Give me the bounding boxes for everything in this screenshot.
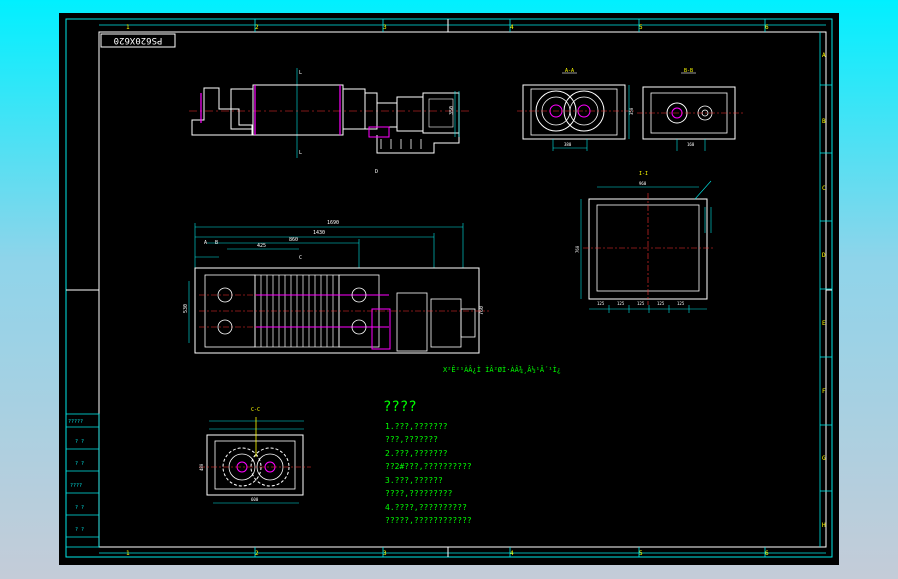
svg-text:125: 125 bbox=[657, 301, 665, 306]
svg-text:4: 4 bbox=[510, 24, 514, 31]
svg-text:425: 425 bbox=[257, 243, 266, 249]
svg-text:760: 760 bbox=[479, 306, 485, 315]
svg-text:960: 960 bbox=[639, 181, 647, 186]
svg-text:????: ???? bbox=[70, 483, 82, 489]
svg-text:480: 480 bbox=[199, 463, 204, 471]
svg-text:4: 4 bbox=[510, 550, 514, 557]
svg-text:???,???????: ???,??????? bbox=[385, 435, 438, 444]
svg-text:C-C: C-C bbox=[251, 407, 260, 413]
svg-text:5: 5 bbox=[639, 550, 643, 557]
grid-labels: 1 2 3 4 5 6 1 2 3 4 5 6 A B C D E F G H bbox=[126, 24, 826, 557]
svg-text:2.???,???????: 2.???,??????? bbox=[385, 449, 448, 458]
title-code-box bbox=[100, 33, 176, 48]
svg-text:600: 600 bbox=[251, 497, 259, 502]
side-table: ????? ? ? ? ? ???? ? ? ? ? bbox=[65, 413, 100, 548]
svg-text:125: 125 bbox=[637, 301, 645, 306]
svg-text:2: 2 bbox=[255, 24, 259, 31]
svg-text:? ?: ? ? bbox=[75, 505, 84, 511]
right-zone-strip bbox=[819, 32, 832, 547]
side-elevation-view: L L 350 D bbox=[189, 68, 469, 175]
svg-text:1.???,???????: 1.???,??????? bbox=[385, 422, 448, 431]
outer-frame bbox=[65, 18, 833, 558]
svg-text:125: 125 bbox=[597, 301, 605, 306]
section-view-b-b: B-B 160 bbox=[637, 68, 745, 151]
svg-text:1: 1 bbox=[126, 24, 130, 31]
plan-view: 1690 1430 860 425 A B C 760 530 bbox=[183, 220, 561, 374]
svg-text:A-A: A-A bbox=[565, 68, 574, 74]
svg-text:3: 3 bbox=[383, 550, 387, 557]
svg-text:125: 125 bbox=[677, 301, 685, 306]
svg-text:1690: 1690 bbox=[327, 220, 339, 226]
svg-text:6: 6 bbox=[765, 24, 769, 31]
notes-heading: ???? bbox=[383, 399, 417, 415]
svg-text:530: 530 bbox=[183, 304, 189, 313]
svg-text:?????: ????? bbox=[68, 419, 83, 425]
svg-text:4.????,??????????: 4.????,?????????? bbox=[385, 503, 467, 512]
svg-text:350: 350 bbox=[449, 106, 455, 115]
svg-text:I-I: I-I bbox=[639, 171, 648, 177]
drawing-sheet: 1 2 3 4 5 6 1 2 3 4 5 6 A B C D E F G H … bbox=[59, 13, 839, 565]
flange-top-view: I-I 960 760 125 125 125 125 125 bbox=[575, 171, 715, 313]
section-view-a-a: A-A 380 350 bbox=[517, 68, 634, 151]
svg-text:L: L bbox=[299, 70, 302, 76]
svg-text:860: 860 bbox=[289, 237, 298, 243]
svg-text:? ?: ? ? bbox=[75, 439, 84, 445]
svg-text:H: H bbox=[822, 522, 826, 529]
svg-text:?????,????????????: ?????,???????????? bbox=[385, 516, 472, 525]
svg-text:B: B bbox=[215, 240, 218, 246]
technical-notes: ???? 1.???,??????? ???,??????? 2.???,???… bbox=[383, 399, 472, 525]
svg-text:C: C bbox=[299, 255, 302, 261]
svg-text:A: A bbox=[204, 240, 207, 246]
svg-text:D: D bbox=[822, 252, 826, 259]
top-zone-strip bbox=[99, 19, 826, 32]
svg-text:E: E bbox=[822, 320, 826, 327]
svg-text:B-B: B-B bbox=[684, 68, 693, 74]
svg-text:5: 5 bbox=[639, 24, 643, 31]
svg-text:3.???,??????: 3.???,?????? bbox=[385, 476, 443, 485]
title-code: PS620X620 bbox=[114, 35, 163, 45]
svg-text:380: 380 bbox=[564, 142, 572, 147]
svg-text:2: 2 bbox=[255, 550, 259, 557]
svg-text:? ?: ? ? bbox=[75, 461, 84, 467]
svg-text:? ?: ? ? bbox=[75, 527, 84, 533]
svg-text:1: 1 bbox=[126, 550, 130, 557]
svg-text:160: 160 bbox=[687, 142, 695, 147]
svg-text:3: 3 bbox=[383, 24, 387, 31]
plan-caption: X²Ê²¹ÀÂ¿Ì ÌÂ²ØÌ·ÀÂ¾¸Â½¹Â´¹Ì¿ bbox=[443, 365, 561, 374]
section-view-c-c: C-C 600 480 bbox=[199, 407, 311, 504]
svg-text:C: C bbox=[822, 185, 826, 192]
center-marks bbox=[66, 19, 832, 557]
svg-text:F: F bbox=[822, 388, 826, 395]
svg-text:L: L bbox=[299, 150, 302, 156]
svg-text:????,?????????: ????,????????? bbox=[385, 489, 453, 498]
svg-text:350: 350 bbox=[629, 107, 634, 115]
svg-text:A: A bbox=[822, 52, 826, 59]
svg-text:6: 6 bbox=[765, 550, 769, 557]
bottom-zone-strip bbox=[99, 547, 826, 557]
svg-text:D: D bbox=[375, 169, 378, 175]
svg-text:760: 760 bbox=[575, 245, 580, 253]
svg-text:G: G bbox=[822, 455, 826, 462]
svg-text:B: B bbox=[822, 118, 826, 125]
svg-text:1430: 1430 bbox=[313, 230, 325, 236]
svg-text:??2#???,??????????: ??2#???,?????????? bbox=[385, 462, 472, 471]
svg-text:125: 125 bbox=[617, 301, 625, 306]
